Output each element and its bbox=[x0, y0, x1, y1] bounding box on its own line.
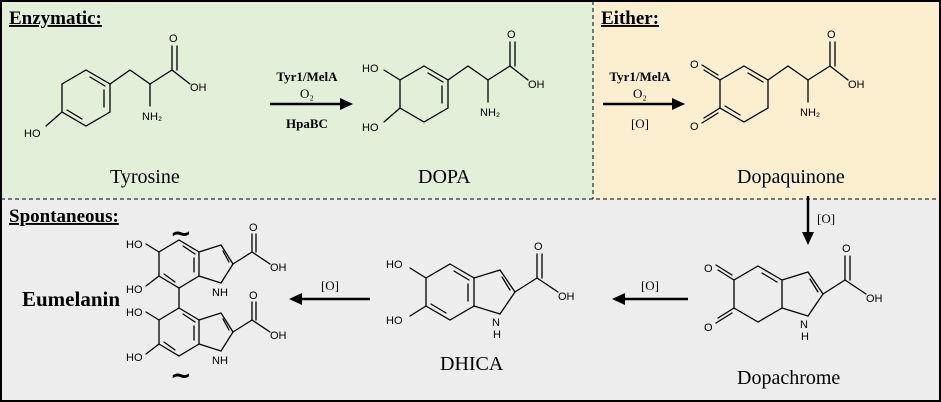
dopachrome-structure bbox=[715, 255, 867, 324]
polymer-mark-top: ~ bbox=[170, 219, 192, 249]
dopaquinone-structure bbox=[701, 41, 849, 124]
dopachrome-o-top: O bbox=[704, 263, 713, 275]
enzymatic-title: Enzymatic: bbox=[9, 8, 102, 29]
arrow-dopa-to-dopaquinone bbox=[603, 98, 685, 110]
dopachrome-o-bottom: O bbox=[704, 322, 713, 334]
dhica-h: H bbox=[493, 329, 501, 341]
dopaquinone-o-top: O bbox=[690, 59, 699, 71]
arrow1-enzyme2: HpaBC bbox=[286, 116, 328, 131]
arrow-dopachrome-to-dhica bbox=[612, 293, 688, 305]
dopaquinone-o-bottom: O bbox=[690, 121, 699, 133]
dopachrome-name: Dopachrome bbox=[737, 367, 840, 389]
dhica-structure bbox=[409, 253, 559, 321]
eumelanin-upper-carbonyl-o: O bbox=[249, 222, 258, 234]
eumelanin-name: Eumelanin bbox=[22, 287, 120, 311]
eumelanin-upper-acid-oh: OH bbox=[270, 262, 287, 274]
dopa-name: DOPA bbox=[418, 166, 471, 188]
dopa-ho-top: HO bbox=[362, 63, 379, 75]
dopa-amine: NH₂ bbox=[480, 107, 500, 119]
arrow-dopaquinone-to-dopachrome bbox=[802, 196, 814, 245]
dopaquinone-carbonyl-o: O bbox=[827, 29, 836, 41]
tyrosine-acid-oh: OH bbox=[190, 82, 207, 94]
dopachrome-h: H bbox=[801, 331, 809, 343]
dopa-carbonyl-o: O bbox=[507, 29, 516, 41]
arrow4-oxidant: [O] bbox=[641, 278, 659, 293]
tyrosine-carbonyl-o: O bbox=[169, 33, 178, 45]
eumelanin-structure bbox=[145, 233, 271, 357]
dopachrome-n: N bbox=[800, 319, 808, 331]
eumelanin-lower-nh: NH bbox=[212, 355, 228, 367]
dhica-acid-oh: OH bbox=[558, 291, 575, 303]
dhica-ho-bottom: HO bbox=[386, 315, 403, 327]
dopachrome-acid-oh: OH bbox=[866, 293, 883, 305]
dopa-structure bbox=[383, 41, 529, 123]
polymer-mark-bottom: ~ bbox=[170, 361, 192, 391]
arrow-dhica-to-eumelanin bbox=[289, 293, 370, 305]
spontaneous-panel bbox=[1, 199, 940, 401]
tyrosine-phenol-ho: HO bbox=[24, 128, 41, 140]
dopa-acid-oh: OH bbox=[528, 79, 545, 91]
dopaquinone-amine: NH₂ bbox=[800, 107, 820, 119]
tyrosine-amine: NH₂ bbox=[142, 111, 162, 123]
tyrosine-name: Tyrosine bbox=[110, 166, 180, 188]
either-title: Either: bbox=[601, 8, 659, 29]
dopa-ho-bottom: HO bbox=[362, 122, 379, 134]
arrow1-cofactor: O₂ bbox=[300, 86, 314, 101]
eumelanin-lower-ho-top: HO bbox=[126, 307, 143, 319]
dopachrome-carbonyl-o: O bbox=[842, 243, 851, 255]
either-panel bbox=[593, 1, 940, 199]
arrow5-oxidant: [O] bbox=[321, 278, 339, 293]
dhica-n: N bbox=[492, 317, 500, 329]
enzymatic-panel bbox=[1, 1, 593, 199]
eumelanin-upper-nh: NH bbox=[212, 287, 228, 299]
tyrosine-structure bbox=[45, 45, 191, 127]
eumelanin-lower-carbonyl-o: O bbox=[249, 290, 258, 302]
eumelanin-lower-ho-bottom: HO bbox=[126, 352, 143, 364]
arrow2-enzyme: Tyr1/MelA bbox=[609, 69, 671, 84]
dopaquinone-acid-oh: OH bbox=[848, 79, 865, 91]
arrow2-oxidant: [O] bbox=[631, 116, 649, 131]
arrow2-cofactor: O₂ bbox=[633, 86, 647, 101]
eumelanin-lower-acid-oh: OH bbox=[270, 330, 287, 342]
eumelanin-upper-ho-bottom: HO bbox=[126, 284, 143, 296]
eumelanin-upper-ho-top: HO bbox=[126, 239, 143, 251]
arrow1-enzyme: Tyr1/MelA bbox=[276, 69, 338, 84]
arrow-tyrosine-to-dopa bbox=[270, 98, 353, 110]
dopaquinone-name: Dopaquinone bbox=[737, 166, 845, 188]
dhica-name: DHICA bbox=[440, 353, 504, 375]
dhica-ho-top: HO bbox=[386, 259, 403, 271]
dhica-carbonyl-o: O bbox=[534, 241, 543, 253]
arrow3-oxidant: [O] bbox=[817, 211, 835, 226]
spontaneous-title: Spontaneous: bbox=[9, 206, 119, 227]
